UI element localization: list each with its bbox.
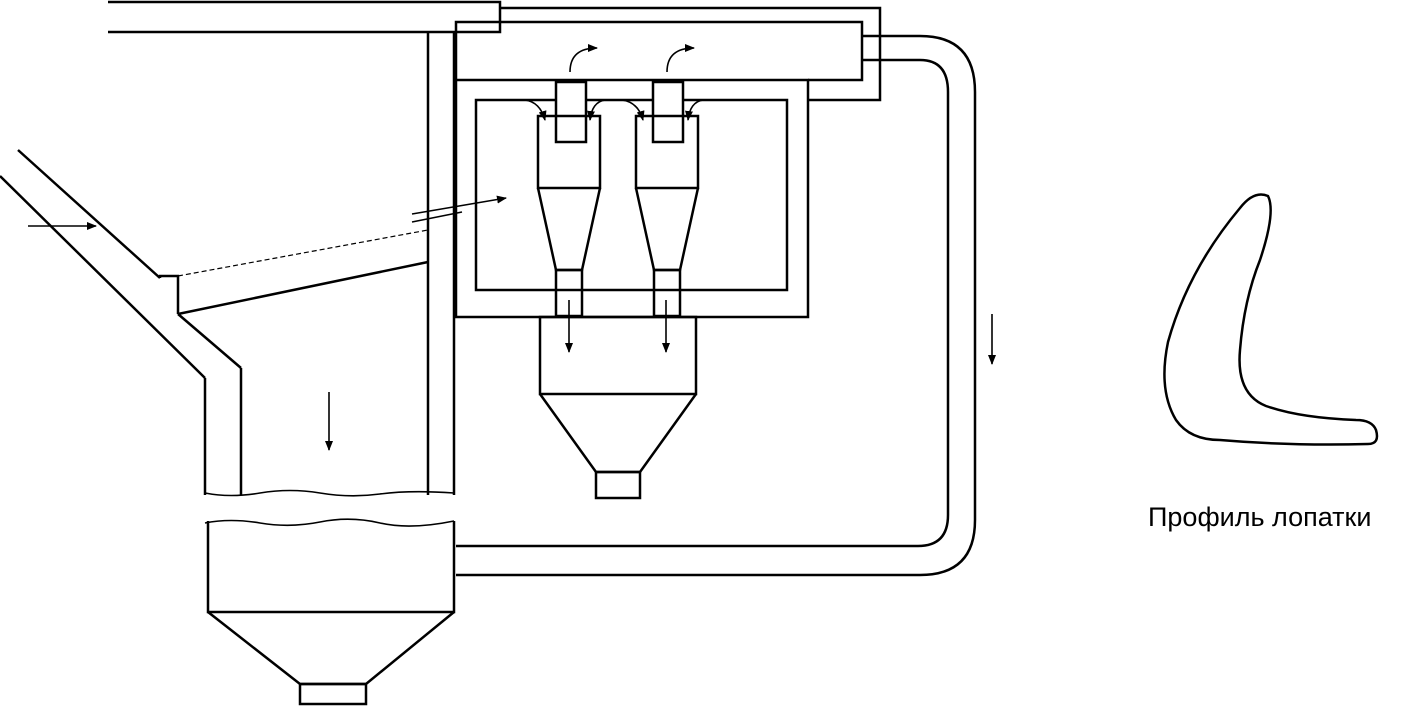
product-hopper xyxy=(538,315,698,500)
outlet-arrow-2 xyxy=(666,44,695,73)
flow-arrows xyxy=(28,44,996,451)
top-feed-duct xyxy=(108,0,502,34)
cyclone-2 xyxy=(621,80,704,318)
outlet-arrow-1 xyxy=(569,44,598,73)
blade-profile-caption: Профиль лопатки xyxy=(1148,502,1372,532)
separator-housing xyxy=(454,78,810,319)
separator-inflow-arrow xyxy=(411,195,507,215)
column-break-lines xyxy=(204,489,455,527)
inclined-inlet-chute xyxy=(0,149,429,495)
blade-profile-shape xyxy=(1163,193,1379,446)
separator-shaft xyxy=(426,32,456,495)
cyclone-1 xyxy=(524,80,606,318)
return-pipe xyxy=(456,34,977,577)
bottom-collector-hopper xyxy=(206,521,456,706)
upper-outlet-duct xyxy=(454,6,882,102)
